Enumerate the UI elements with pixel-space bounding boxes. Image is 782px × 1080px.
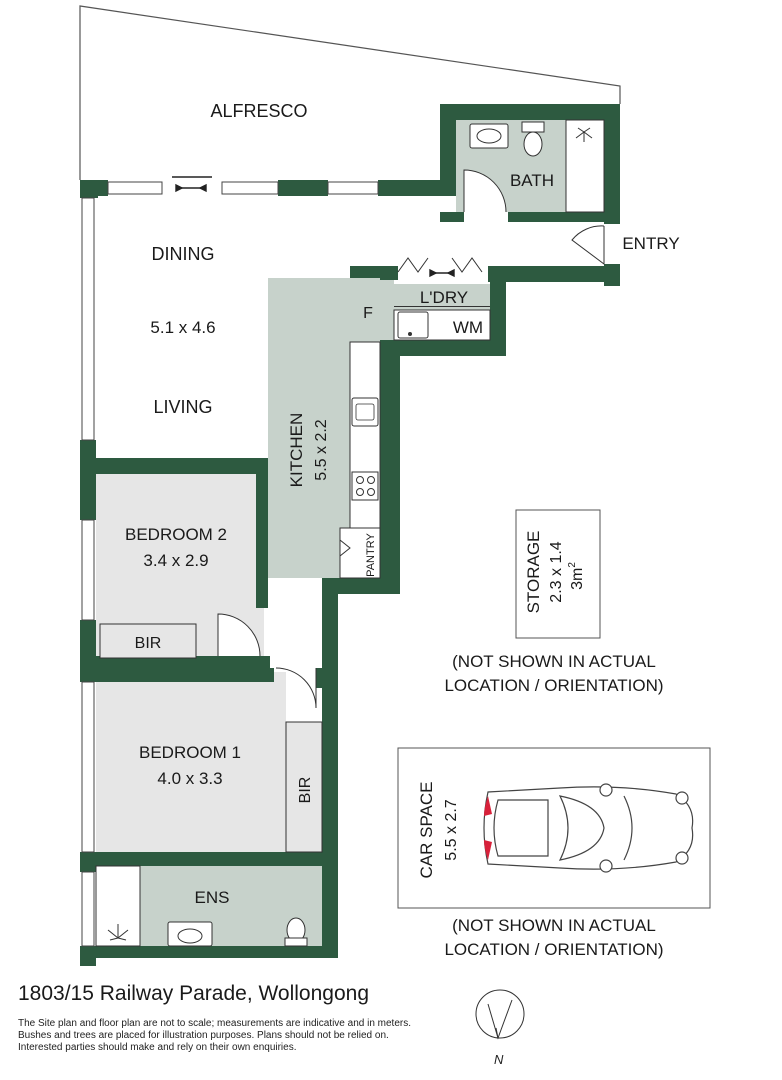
fridge-label: F — [363, 305, 373, 322]
storage-note-line2: LOCATION / ORIENTATION) — [444, 676, 663, 695]
entry-door — [571, 225, 605, 265]
alfresco-outline — [79, 5, 621, 180]
laundry-tub-icon — [397, 311, 429, 339]
car-space-label: CAR SPACE — [417, 782, 436, 879]
laundry-bench — [394, 306, 490, 307]
car-icon — [483, 783, 694, 873]
living-dims: 5.1 x 4.6 — [150, 318, 215, 337]
storage-dims: 2.3 x 1.4 — [548, 541, 565, 602]
kitchen-label: KITCHEN — [287, 413, 306, 488]
living-label: LIVING — [153, 397, 212, 417]
storage-note-line1: (NOT SHOWN IN ACTUAL — [452, 652, 656, 671]
svg-text:3m2: 3m2 — [567, 562, 586, 590]
dining-label: DINING — [152, 244, 215, 264]
bedroom-1-dims: 4.0 x 3.3 — [157, 769, 222, 788]
storage-label: STORAGE — [524, 531, 543, 614]
laundry-bifold-door — [397, 257, 483, 273]
windows — [81, 181, 379, 947]
storage-box — [515, 509, 601, 639]
laundry-label: L'DRY — [420, 288, 468, 307]
compass-north-label: N — [494, 1052, 504, 1067]
bath-door — [463, 169, 507, 213]
storage-area: 3m2 — [567, 562, 586, 590]
entry-label: ENTRY — [622, 234, 679, 253]
property-address: 1803/15 Railway Parade, Wollongong — [18, 982, 370, 1005]
disclaimer-line: The Site plan and floor plan are not to … — [18, 1018, 411, 1029]
north-compass-icon: N — [475, 989, 525, 1067]
bedroom-1-label: BEDROOM 1 — [139, 743, 241, 762]
laundry-door-arrow — [429, 268, 455, 278]
bedroom-1-floor — [96, 672, 286, 858]
pantry — [339, 527, 381, 579]
cooktop-icon — [351, 471, 379, 501]
bir-bedroom-1 — [285, 721, 323, 853]
kitchen-sink-icon — [351, 397, 379, 427]
bath-label: BATH — [510, 171, 554, 190]
bedroom-2-label: BEDROOM 2 — [125, 525, 227, 544]
washing-machine-label: WM — [453, 318, 483, 337]
shower-head-icon — [107, 924, 129, 941]
walls — [80, 104, 620, 966]
car-note-line2: LOCATION / ORIENTATION) — [444, 940, 663, 959]
fridge-space — [350, 278, 380, 342]
car-space-dims: 5.5 x 2.7 — [443, 799, 460, 860]
toilet-icon — [284, 917, 308, 947]
disclaimer: The Site plan and floor plan are not to … — [18, 1018, 468, 1054]
sliding-door-arrow — [172, 176, 212, 193]
shower-head-icon — [575, 127, 593, 142]
pantry-label: PANTRY — [365, 533, 377, 577]
bedroom-2-door — [217, 613, 261, 657]
disclaimer-line: Bushes and trees are placed for illustra… — [18, 1030, 389, 1041]
ensuite-shower — [95, 865, 141, 947]
alfresco-label: ALFRESCO — [210, 101, 307, 121]
ensuite-label: ENS — [195, 888, 230, 907]
bir-label: BIR — [297, 777, 314, 804]
bath-fixtures — [469, 119, 605, 213]
car-note-line1: (NOT SHOWN IN ACTUAL — [452, 916, 656, 935]
bedroom-1-door — [275, 667, 317, 709]
bir-bedroom-2 — [99, 623, 197, 659]
kitchen-dims: 5.5 x 2.2 — [313, 419, 330, 480]
bir-label: BIR — [135, 635, 162, 652]
disclaimer-line: Interested parties should make and rely … — [18, 1042, 297, 1053]
bedroom-2-dims: 3.4 x 2.9 — [143, 551, 208, 570]
